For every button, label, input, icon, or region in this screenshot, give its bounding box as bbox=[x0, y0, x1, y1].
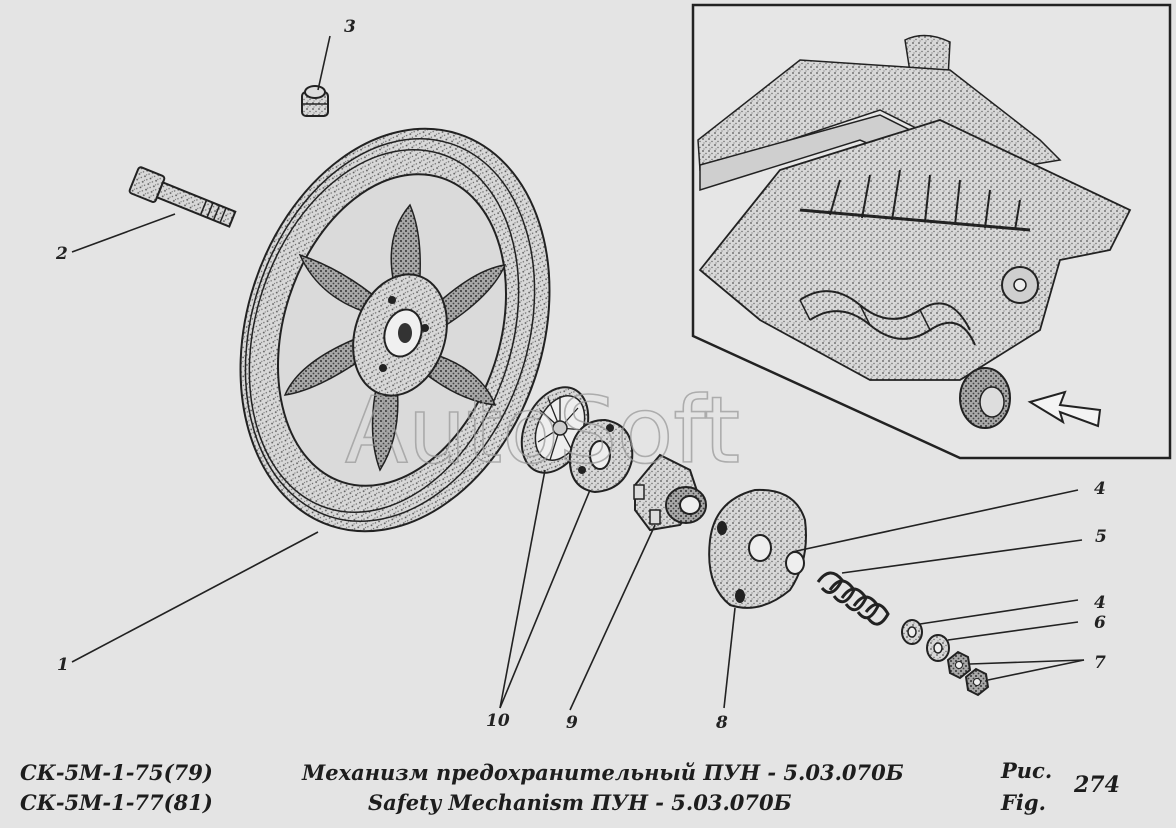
callout-10: 10 bbox=[486, 711, 510, 731]
pressure-plate bbox=[708, 488, 807, 609]
callout-7: 7 bbox=[1094, 653, 1106, 673]
washer-upper bbox=[901, 619, 923, 645]
callout-4-lower: 4 bbox=[1094, 593, 1106, 613]
figure-number: 274 bbox=[1074, 772, 1120, 798]
callout-4-upper: 4 bbox=[1094, 479, 1106, 499]
figure-label-ru: Рис. bbox=[1001, 758, 1053, 783]
model-line-2: СК-5М-1-77(81) bbox=[20, 790, 213, 815]
callout-5: 5 bbox=[1095, 527, 1107, 547]
callout-9: 9 bbox=[566, 713, 578, 733]
caption-title-en: Safety Mechanism ПУН - 5.03.070Б bbox=[368, 790, 792, 815]
nut-upper bbox=[946, 650, 972, 680]
grease-fitting bbox=[301, 85, 329, 117]
pulley bbox=[239, 127, 551, 533]
watermark: AutoSoft bbox=[345, 377, 740, 484]
model-line-1: СК-5М-1-75(79) bbox=[20, 760, 213, 785]
assembly-inset bbox=[691, 3, 1172, 460]
washer-lower bbox=[926, 634, 950, 662]
callout-6: 6 bbox=[1094, 613, 1106, 633]
leader-lines bbox=[71, 35, 1085, 711]
caption-title-ru: Механизм предохранительный ПУН - 5.03.07… bbox=[302, 760, 904, 785]
spring bbox=[816, 571, 890, 626]
callout-1: 1 bbox=[57, 655, 69, 675]
flange-disk bbox=[568, 418, 634, 494]
figure-label-en: Fig. bbox=[1001, 790, 1046, 815]
nut-lower bbox=[964, 667, 990, 697]
callout-8: 8 bbox=[715, 713, 728, 733]
cam-coupling bbox=[633, 453, 707, 532]
bolt bbox=[128, 166, 237, 228]
callout-2: 2 bbox=[55, 244, 68, 264]
callout-3: 3 bbox=[344, 17, 356, 37]
